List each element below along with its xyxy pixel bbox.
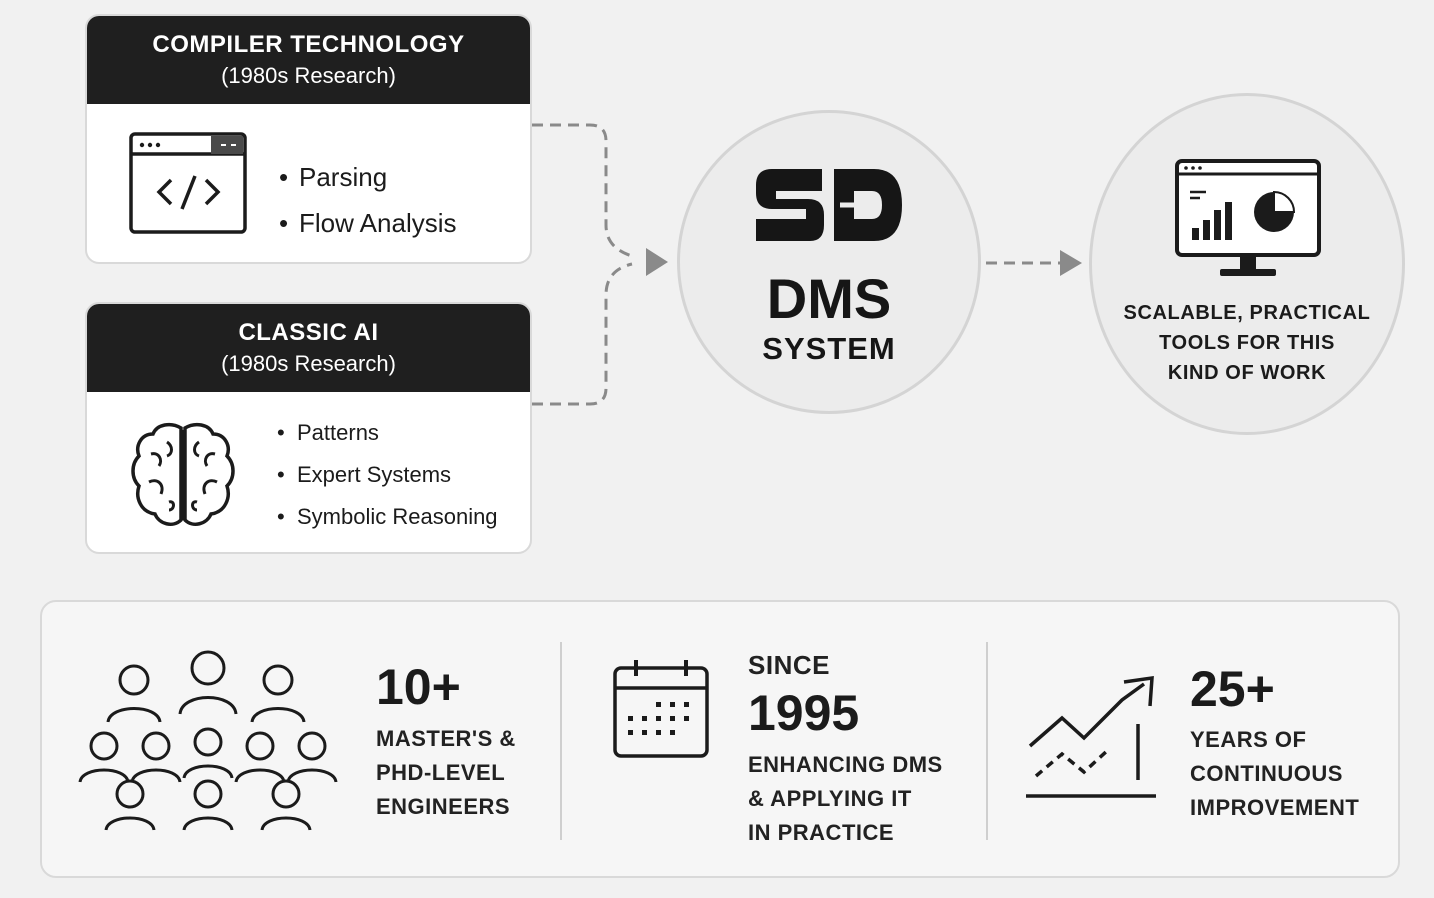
ai-card-header: CLASSIC AI (1980s Research) [87,304,530,392]
compiler-card-title: COMPILER TECHNOLOGY [152,31,465,58]
output-line-1: SCALABLE, PRACTICAL [1123,302,1371,324]
ai-card-subtitle: (1980s Research) [221,351,396,376]
arrowhead-into-output [1060,250,1082,276]
bullet-expert-systems: Expert Systems [277,454,498,496]
stat-engineers-line-2: PHD-LEVEL [376,760,506,785]
stat-years-value: 25+ [1190,661,1275,717]
connector-compiler-to-dms [532,123,633,258]
compiler-bullet-list: Parsing Flow Analysis [279,154,457,246]
dms-title: DMS [766,267,892,330]
stat-since-text: ENHANCING DMS & APPLYING IT IN PRACTICE [748,748,943,850]
compiler-card-subtitle: (1980s Research) [221,63,396,88]
stat-years-line-2: CONTINUOUS [1190,761,1343,786]
team-people-icon [78,650,338,831]
stat-years-line-3: IMPROVEMENT [1190,795,1360,820]
stats-divider-2 [986,642,988,840]
stat-engineers-line-3: ENGINEERS [376,794,511,819]
stat-engineers-line-1: MASTER'S & [376,726,516,751]
compiler-card-header: COMPILER TECHNOLOGY (1980s Research) [87,16,530,104]
calendar-icon [613,660,709,758]
classic-ai-card: CLASSIC AI (1980s Research) Patterns Exp… [85,302,532,554]
output-line-3: KIND OF WORK [1167,362,1327,384]
stat-engineers-text: MASTER'S & PHD-LEVEL ENGINEERS [376,722,516,824]
stat-engineers-value: 10+ [376,659,461,715]
output-text: SCALABLE, PRACTICAL TOOLS FOR THIS KIND … [1092,298,1402,388]
dms-subtitle: SYSTEM [762,331,896,366]
arrowhead-into-dms [646,248,668,276]
bullet-symbolic-reasoning: Symbolic Reasoning [277,496,498,538]
bullet-patterns: Patterns [277,412,498,454]
stat-since-line-1: ENHANCING DMS [748,752,943,777]
stat-since-line-3: IN PRACTICE [748,820,895,845]
dms-system-circle: DMS SYSTEM [677,110,981,414]
stats-panel: 10+ MASTER'S & PHD-LEVEL ENGINEERS SINCE… [40,600,1400,878]
code-window-icon [129,132,247,234]
ai-card-title: CLASSIC AI [238,319,379,346]
stat-since-prefix: SINCE [748,650,830,680]
sd-logo [756,169,902,241]
dashboard-monitor-icon [1175,159,1321,276]
stat-since-line-2: & APPLYING IT [748,786,912,811]
stat-since-value: 1995 [748,685,860,741]
stat-years-text: YEARS OF CONTINUOUS IMPROVEMENT [1190,723,1359,825]
bullet-parsing: Parsing [279,154,457,200]
output-line-2: TOOLS FOR THIS [1159,332,1335,354]
growth-chart-icon [1026,675,1156,798]
ai-bullet-list: Patterns Expert Systems Symbolic Reasoni… [277,412,498,538]
connector-ai-to-dms [532,262,633,406]
brain-icon [131,422,235,526]
bullet-flow-analysis: Flow Analysis [279,200,457,246]
stat-years-line-1: YEARS OF [1190,727,1307,752]
stats-divider-1 [560,642,562,840]
compiler-technology-card: COMPILER TECHNOLOGY (1980s Research) Par… [85,14,532,264]
output-tools-circle: SCALABLE, PRACTICAL TOOLS FOR THIS KIND … [1089,93,1405,435]
